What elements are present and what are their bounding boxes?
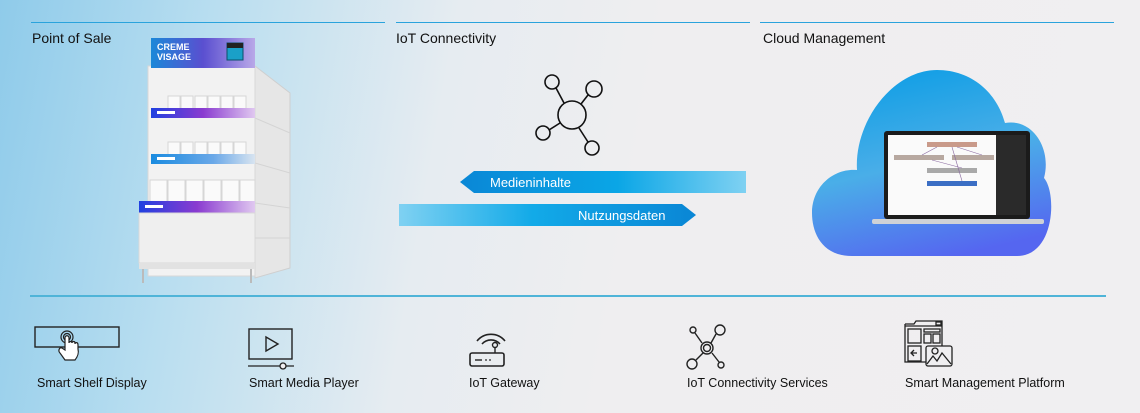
product-label: Smart Management Platform <box>905 376 1065 390</box>
column-title-iot: IoT Connectivity <box>396 30 497 46</box>
media-player-icon <box>248 328 294 370</box>
banner-text-2: VISAGE <box>157 52 191 62</box>
router-icon <box>469 333 506 367</box>
product-label: Smart Media Player <box>249 376 359 390</box>
usage-data-arrow: Nutzungsdaten <box>399 204 696 226</box>
usage-data-label: Nutzungsdaten <box>578 207 666 223</box>
product-label: IoT Connectivity Services <box>687 376 828 390</box>
banner-text-1: CREME <box>157 42 190 52</box>
divider-pos <box>31 22 385 23</box>
divider-products <box>30 295 1106 297</box>
management-platform-icon <box>904 320 953 367</box>
divider-cloud <box>760 22 1114 23</box>
network-hub-icon <box>535 74 603 156</box>
cloud-icon <box>812 70 1052 256</box>
column-title-cloud: Cloud Management <box>763 30 886 46</box>
product-label: Smart Shelf Display <box>37 376 147 390</box>
media-content-label: Medieninhalte <box>490 174 571 190</box>
column-title-pos: Point of Sale <box>32 30 112 46</box>
media-content-arrow: Medieninhalte <box>460 171 746 193</box>
shelf-display-illustration: CREME VISAGE <box>138 38 291 283</box>
laptop-dashboard <box>872 131 1044 224</box>
network-icon <box>686 324 726 370</box>
product-label: IoT Gateway <box>469 376 540 390</box>
divider-iot <box>396 22 750 23</box>
touch-display-icon <box>34 326 120 361</box>
